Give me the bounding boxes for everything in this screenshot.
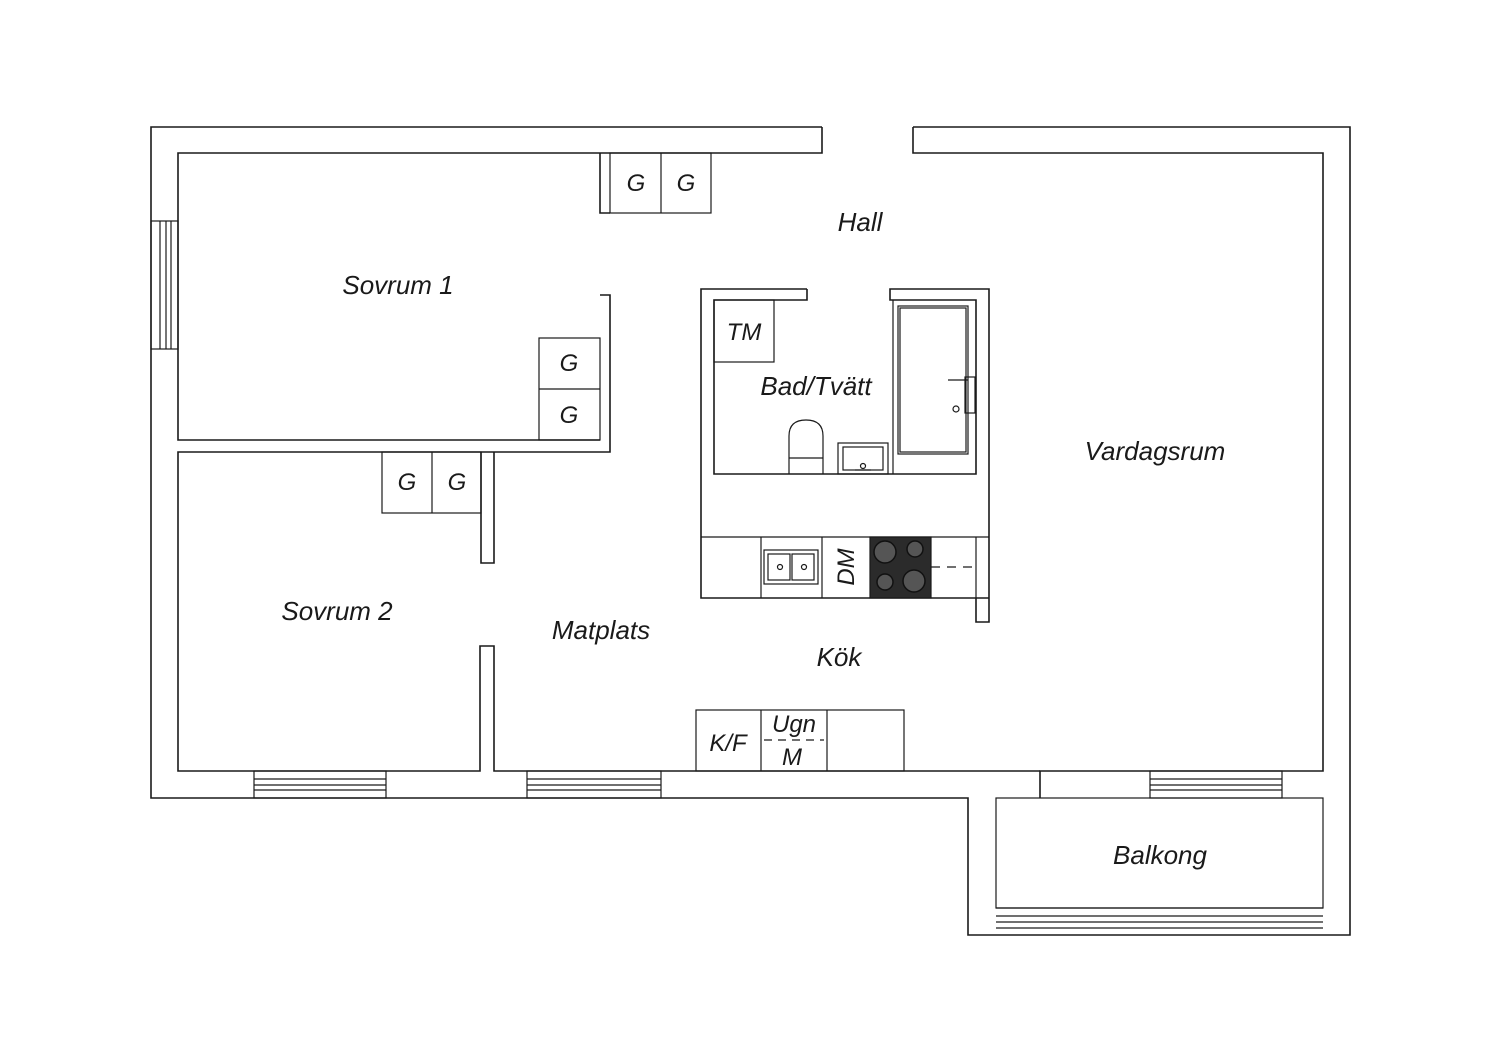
wardrobe-label: G xyxy=(560,402,579,429)
outer-walls xyxy=(150,126,1351,936)
kitchen-counter-bottom: K/F Ugn M xyxy=(695,709,905,772)
wardrobe-sovrum1: G G xyxy=(538,337,601,441)
window-vardagsrum xyxy=(1149,770,1283,799)
room-label-matplats: Matplats xyxy=(552,615,650,645)
microwave-label: M xyxy=(782,744,802,771)
sovrum1-walls xyxy=(177,152,611,453)
room-label-bad: Bad/Tvätt xyxy=(760,371,873,401)
wardrobe-label: G xyxy=(627,170,646,197)
hob-icon xyxy=(869,536,932,599)
dishwasher-label: DM xyxy=(833,548,860,585)
room-label-sovrum1: Sovrum 1 xyxy=(342,270,453,300)
window-sovrum1 xyxy=(150,220,179,350)
bathroom-sink xyxy=(837,442,889,475)
window-sovrum2 xyxy=(253,770,387,799)
wardrobe-label: G xyxy=(448,469,467,496)
toilet xyxy=(788,419,824,474)
room-label-hall: Hall xyxy=(838,207,884,237)
washing-machine xyxy=(713,299,775,363)
room-label-vardagsrum: Vardagsrum xyxy=(1085,436,1226,466)
kitchen-counter: DM xyxy=(701,536,989,599)
wardrobe-hall: G G xyxy=(609,152,712,214)
bathroom-core: TM xyxy=(700,288,990,623)
room-label-kok: Kök xyxy=(817,642,864,672)
wardrobe-sovrum2: G G xyxy=(381,451,482,514)
washer-label: TM xyxy=(727,319,762,346)
oven-label: Ugn xyxy=(772,711,816,738)
room-label-sovrum2: Sovrum 2 xyxy=(281,596,393,626)
room-label-balkong: Balkong xyxy=(1113,840,1207,870)
window-matplats xyxy=(526,770,662,799)
wardrobe-label: G xyxy=(560,350,579,377)
balcony xyxy=(995,797,1324,929)
wardrobe-label: G xyxy=(398,469,417,496)
fridge-label: K/F xyxy=(709,730,748,757)
kitchen-sink xyxy=(763,549,819,585)
wardrobe-label: G xyxy=(677,170,696,197)
